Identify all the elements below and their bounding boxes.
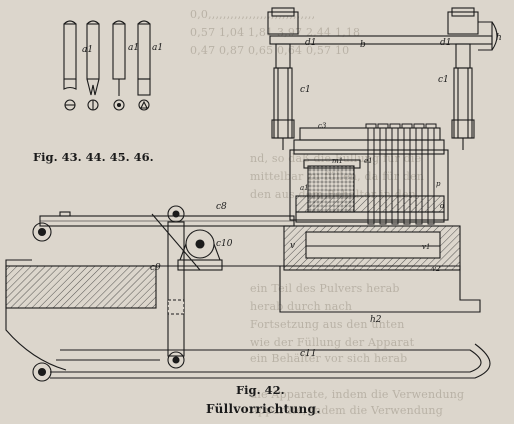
small-tool-figures: [63, 20, 151, 111]
label-m1: m1: [332, 157, 343, 165]
background-text-line: Fortsetzung aus den unten: [250, 318, 405, 331]
background-text-line: die Apparate, indem die Verwendung: [250, 388, 465, 401]
main-figure-caption: Fig. 42.: [236, 383, 285, 397]
label-c8: c8: [216, 202, 227, 212]
label-b: b: [360, 40, 366, 50]
drawing-labels: a1 a1 a1 b c1 c1 d1 d1 h c3 m1 e1 a1 p d…: [82, 33, 502, 359]
label-h: h: [496, 33, 502, 43]
small-figures-caption: Fig. 43. 44. 45. 46.: [33, 150, 154, 164]
label-a1-small-3: a1: [152, 43, 163, 53]
label-v1: v1: [422, 243, 430, 251]
label-c3: c3: [318, 122, 327, 130]
label-h2: h2: [370, 315, 382, 325]
background-text-line: 0,0,,,,,,,,,,,,,,,,,,,,,,,,,,,,,: [190, 8, 316, 21]
main-machine: [5, 7, 498, 382]
label-c9: c9: [150, 263, 161, 273]
background-text-line: 0,47 0,87 0,65 0,64 0,57 10: [190, 44, 350, 57]
background-text-line: nd, so daß die Füllung für die: [250, 152, 422, 165]
label-p: p: [436, 180, 441, 188]
label-c1-right: c1: [438, 75, 449, 85]
background-text-line: Apparate, indem die Verwendung: [250, 404, 443, 417]
background-text-line: wie der Füllung der Apparat: [250, 336, 415, 349]
background-text-line: ein Teil des Pulvers herab: [250, 282, 400, 295]
background-text-line: ein Behälter vor sich herab: [250, 352, 408, 365]
label-a1-hopper: a1: [300, 184, 309, 192]
label-c1-left: c1: [300, 85, 311, 95]
label-d1-left: d1: [305, 38, 317, 48]
background-text-line: herab durch nach: [250, 300, 353, 313]
label-v2: v2: [432, 265, 441, 273]
label-a1-small-2: a1: [128, 43, 139, 53]
label-c11: c11: [300, 349, 317, 359]
label-c10: c10: [216, 239, 233, 249]
label-v: v: [290, 241, 295, 251]
label-d1-right: d1: [440, 38, 452, 48]
label-e1: e1: [364, 157, 373, 165]
figure-title: Füllvorrichtung.: [206, 402, 321, 416]
label-d: d: [440, 202, 445, 210]
label-a1-small-1: a1: [82, 45, 93, 55]
